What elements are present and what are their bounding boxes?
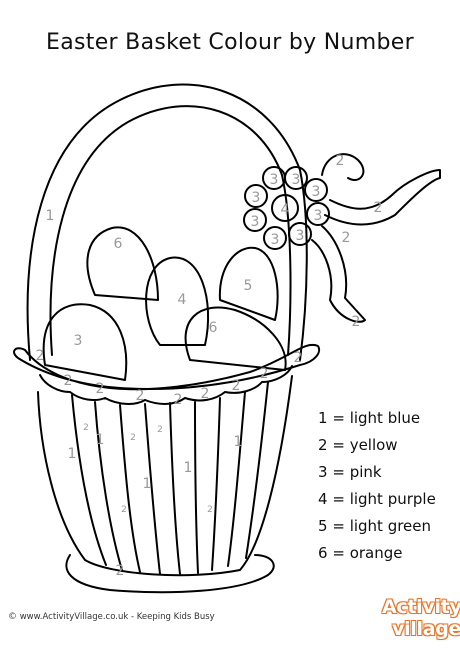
region-label: 2 [294, 350, 303, 366]
region-label: 2 [374, 200, 383, 216]
region-label: 3 [270, 172, 279, 188]
region-label: 1 [184, 460, 193, 476]
basket-slat [144, 403, 161, 575]
colour-key-row: 5 = light green [318, 517, 432, 535]
region-label: 3 [312, 184, 321, 200]
egg-back-left [86, 226, 159, 301]
copyright-symbol: © [8, 612, 17, 622]
region-label: 6 [209, 320, 218, 336]
logo-text-line1: Activity [382, 596, 460, 618]
flower-center [271, 194, 299, 222]
region-label: 4 [178, 292, 187, 308]
region-label: 3 [314, 208, 323, 224]
region-label: 3 [74, 333, 83, 349]
basket-handle-inner [49, 105, 292, 356]
ribbon-right [324, 169, 441, 226]
ribbon-upper [321, 153, 365, 181]
region-label: 2 [83, 423, 89, 433]
basket-handle-outer [26, 83, 308, 361]
region-label: 2 [174, 392, 183, 408]
region-label: 6 [114, 236, 123, 252]
basket-body [37, 375, 293, 577]
basket-slat [194, 401, 199, 574]
region-label: 1 [46, 208, 55, 224]
activity-village-logo: Activity village [380, 596, 460, 646]
region-label: 2 [260, 366, 269, 382]
egg-right-front [184, 306, 287, 371]
logo-text-line2: village [392, 618, 460, 640]
egg-left-front [42, 303, 128, 381]
basket-slat [94, 401, 123, 571]
basket-braid [39, 365, 293, 405]
flower-petal [288, 222, 312, 246]
flower-petal [263, 226, 287, 250]
region-label: 1 [96, 432, 105, 448]
basket-slat [211, 397, 221, 571]
colour-key-row: 1 = light blue [318, 409, 421, 427]
basket-slat [71, 394, 107, 566]
region-label: 2 [64, 373, 73, 389]
egg-right-back [218, 246, 279, 321]
region-label: 3 [251, 214, 260, 230]
egg-middle [145, 256, 209, 346]
colour-key: 1 = light blue 2 = yellow 3 = pink 4 = l… [318, 405, 436, 567]
region-label: 1 [143, 476, 152, 492]
region-label: 5 [244, 278, 253, 294]
region-label: 2 [116, 563, 125, 579]
basket-slat [245, 381, 269, 559]
footer-credit: © www.ActivityVillage.co.uk - Keeping Ki… [8, 612, 215, 622]
region-label: 1 [68, 446, 77, 462]
basket-base [65, 554, 275, 594]
region-label: 3 [252, 190, 261, 206]
region-label: 2 [232, 378, 241, 394]
basket-slat [227, 391, 246, 567]
region-label: 2 [336, 153, 345, 169]
region-label: 3 [292, 172, 301, 188]
region-label: 2 [207, 505, 213, 515]
region-label: 2 [342, 230, 351, 246]
colour-key-row: 3 = pink [318, 463, 382, 481]
colour-key-row: 6 = orange [318, 544, 403, 562]
region-label: 2 [201, 386, 210, 402]
footer-text: www.ActivityVillage.co.uk - Keeping Kids… [19, 612, 215, 622]
region-label: 2 [352, 314, 361, 330]
region-label: 2 [36, 348, 45, 364]
flower-petal [304, 178, 328, 202]
basket-rim [13, 343, 320, 391]
basket-slat [119, 404, 141, 573]
flower-petal [306, 202, 330, 226]
region-label: 3 [296, 228, 305, 244]
region-label: 1 [234, 434, 243, 450]
page-title: Easter Basket Colour by Number [46, 30, 414, 55]
basket-slat [169, 402, 181, 575]
colour-key-row: 4 = light purple [318, 490, 436, 508]
ribbon-lower [311, 225, 366, 323]
region-label: 4 [281, 202, 290, 218]
region-label: 2 [130, 433, 136, 443]
region-label: 2 [157, 425, 163, 435]
flower-petal [244, 184, 268, 208]
region-label: 2 [96, 381, 105, 397]
region-label: 3 [271, 232, 280, 248]
flower-petal [262, 166, 286, 190]
region-label: 2 [121, 505, 127, 515]
flower-petal [243, 208, 267, 232]
region-label: 2 [136, 388, 145, 404]
colour-key-row: 2 = yellow [318, 436, 398, 454]
